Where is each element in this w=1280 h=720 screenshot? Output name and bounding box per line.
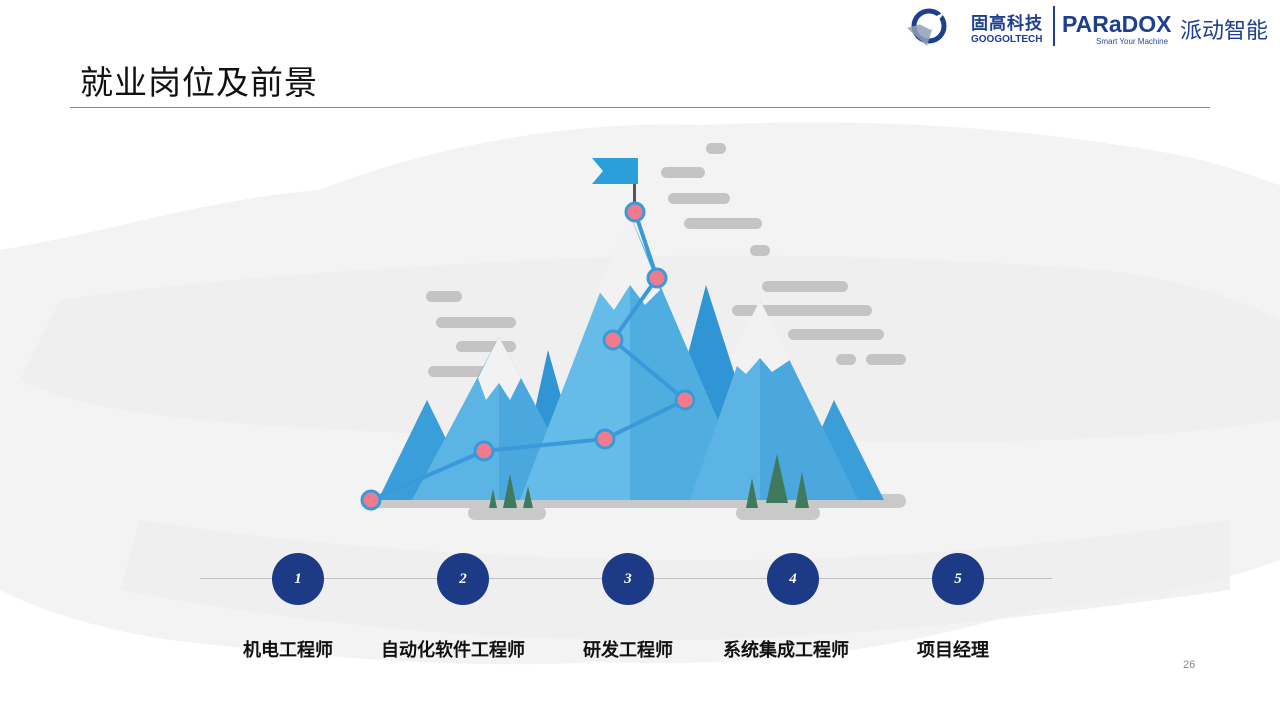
page-number: 26: [1183, 659, 1196, 671]
waypoint-group: [360, 201, 696, 511]
summit-flag-icon: [592, 158, 638, 184]
step-label-4: 系统集成工程师: [723, 640, 849, 661]
mountain-illustration: [360, 143, 906, 520]
step-label-5: 项目经理: [917, 640, 989, 661]
cloud-group: [426, 143, 906, 377]
step-badge-2: 2: [437, 553, 489, 605]
tree-group: [489, 454, 809, 508]
paradox-name-cn: 派动智能: [1180, 19, 1269, 44]
logo-separator: [1053, 6, 1055, 46]
paradox-logo: PARaDOX Smart Your Machine 派动智能: [1062, 4, 1277, 48]
title-divider: [70, 107, 1210, 108]
googoltech-name-cn: 固高科技: [971, 14, 1043, 34]
paradox-brand: PARaDOX: [1062, 11, 1172, 37]
flag-pole: [633, 168, 636, 213]
googoltech-name-en: GOOGOLTECH: [971, 34, 1043, 45]
step-badge-3: 3: [602, 553, 654, 605]
step-badge-4: 4: [767, 553, 819, 605]
paradox-tagline: Smart Your Machine: [1096, 37, 1169, 46]
step-badge-1: 1: [272, 553, 324, 605]
step-label-2: 自动化软件工程师: [381, 640, 525, 661]
page-title: 就业岗位及前景: [80, 63, 318, 102]
step-label-3: 研发工程师: [583, 640, 673, 661]
googoltech-swirl-icon: [907, 8, 947, 46]
step-badge-5: 5: [932, 553, 984, 605]
step-label-1: 机电工程师: [243, 640, 333, 661]
googoltech-logo: 固高科技 GOOGOLTECH: [905, 4, 1050, 48]
